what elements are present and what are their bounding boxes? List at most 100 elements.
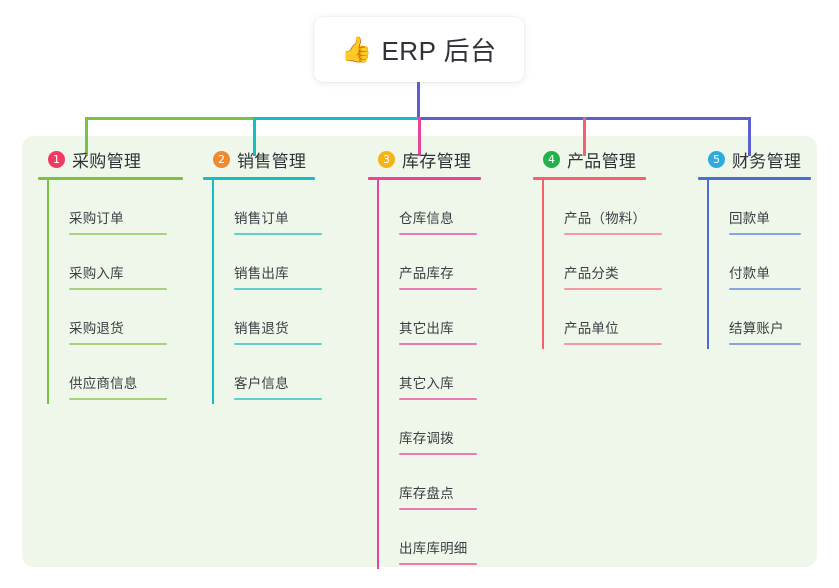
- menu-item[interactable]: 产品库存: [377, 235, 481, 290]
- menu-item-label: 出库库明细: [399, 541, 468, 556]
- menu-item-rule: [399, 398, 477, 400]
- menu-item[interactable]: 产品单位: [542, 290, 662, 345]
- column-badge-4: 4: [543, 150, 560, 168]
- menu-item[interactable]: 库存调拨: [377, 400, 481, 455]
- column-trunk-1: [47, 180, 49, 404]
- connector-root-stem: [417, 82, 420, 120]
- column-5: 5 财务管理回款单付款单结算账户: [698, 148, 811, 349]
- menu-item[interactable]: 客户信息: [212, 345, 322, 400]
- menu-item-rule: [69, 343, 167, 345]
- menu-item-rule: [399, 288, 477, 290]
- menu-item-rule: [729, 343, 801, 345]
- menu-item[interactable]: 回款单: [707, 180, 811, 235]
- menu-item-label: 库存盘点: [399, 486, 454, 501]
- menu-item[interactable]: 其它入库: [377, 345, 481, 400]
- menu-item-label: 库存调拨: [399, 431, 454, 446]
- column-trunk-2: [212, 180, 214, 404]
- column-items-5: 回款单付款单结算账户: [707, 180, 811, 349]
- menu-item-rule: [729, 233, 801, 235]
- column-items-3: 仓库信息产品库存其它出库其它入库库存调拨库存盘点出库库明细: [377, 180, 481, 569]
- menu-item-label: 仓库信息: [399, 211, 454, 226]
- column-badge-3: 3: [378, 150, 395, 168]
- branches-panel: [22, 136, 817, 567]
- column-items-4: 产品（物料） 产品分类产品单位: [542, 180, 662, 349]
- menu-item-rule: [234, 343, 322, 345]
- column-badge-5: 5: [708, 150, 725, 168]
- column-header-rule-1: [38, 177, 183, 180]
- column-header-rule-2: [203, 177, 315, 180]
- root-node-title: ERP 后台: [381, 36, 497, 66]
- menu-item-rule: [564, 233, 662, 235]
- menu-item-rule: [69, 288, 167, 290]
- column-trunk-4: [542, 180, 544, 349]
- menu-item-label: 产品（物料）: [564, 211, 647, 226]
- menu-item-rule: [399, 233, 477, 235]
- menu-item-label: 其它入库: [399, 376, 454, 391]
- connector-drop-1: [85, 117, 88, 156]
- menu-item-rule: [729, 288, 801, 290]
- column-badge-1: 1: [48, 150, 65, 168]
- column-header-1[interactable]: 1 采购管理: [38, 148, 183, 171]
- menu-item[interactable]: 采购退货: [47, 290, 183, 345]
- column-1: 1 采购管理采购订单采购入库采购退货供应商信息: [38, 148, 183, 404]
- menu-item-rule: [399, 343, 477, 345]
- column-header-3[interactable]: 3 库存管理: [368, 148, 481, 171]
- connector-drop-2: [253, 117, 256, 156]
- menu-item[interactable]: 付款单: [707, 235, 811, 290]
- column-trunk-3: [377, 180, 379, 569]
- menu-item-label: 采购入库: [69, 266, 124, 281]
- column-header-rule-3: [368, 177, 481, 180]
- menu-item[interactable]: 销售出库: [212, 235, 322, 290]
- menu-item-label: 付款单: [729, 266, 771, 281]
- menu-item[interactable]: 产品（物料）: [542, 180, 662, 235]
- menu-item[interactable]: 销售订单: [212, 180, 322, 235]
- menu-item-rule: [564, 343, 662, 345]
- menu-item[interactable]: 销售退货: [212, 290, 322, 345]
- column-title-3: 库存管理: [402, 151, 472, 171]
- column-badge-2: 2: [213, 150, 230, 168]
- menu-item[interactable]: 出库库明细: [377, 510, 481, 565]
- column-header-rule-4: [533, 177, 646, 180]
- menu-item-label: 采购订单: [69, 211, 124, 226]
- menu-item-label: 产品单位: [564, 321, 619, 336]
- menu-item-label: 产品库存: [399, 266, 454, 281]
- connector-drop-5: [748, 117, 751, 156]
- menu-item-label: 供应商信息: [69, 376, 138, 391]
- menu-item-rule: [564, 288, 662, 290]
- menu-item[interactable]: 结算账户: [707, 290, 811, 345]
- thumbs-up-icon: 👍: [341, 36, 373, 64]
- column-title-1: 采购管理: [72, 151, 142, 171]
- root-node-erp-backend[interactable]: 👍 ERP 后台: [314, 17, 524, 82]
- column-items-1: 采购订单采购入库采购退货供应商信息: [47, 180, 183, 404]
- column-header-5[interactable]: 5 财务管理: [698, 148, 811, 171]
- column-title-5: 财务管理: [732, 151, 802, 171]
- menu-item[interactable]: 供应商信息: [47, 345, 183, 400]
- menu-item-label: 产品分类: [564, 266, 619, 281]
- column-title-2: 销售管理: [237, 151, 307, 171]
- menu-item[interactable]: 库存盘点: [377, 455, 481, 510]
- column-2: 2 销售管理销售订单销售出库销售退货客户信息: [203, 148, 322, 404]
- column-4: 4 产品管理产品（物料） 产品分类产品单位: [533, 148, 662, 349]
- connector-drop-3: [418, 117, 421, 156]
- column-title-4: 产品管理: [567, 151, 637, 171]
- column-header-2[interactable]: 2 销售管理: [203, 148, 322, 171]
- menu-item-label: 采购退货: [69, 321, 124, 336]
- column-header-rule-5: [698, 177, 811, 180]
- menu-item-rule: [69, 398, 167, 400]
- menu-item[interactable]: 产品分类: [542, 235, 662, 290]
- menu-item[interactable]: 采购订单: [47, 180, 183, 235]
- menu-item[interactable]: 采购入库: [47, 235, 183, 290]
- menu-item-rule: [399, 453, 477, 455]
- column-3: 3 库存管理仓库信息产品库存其它出库其它入库库存调拨库存盘点出库库明细: [368, 148, 481, 569]
- menu-item-rule: [399, 508, 477, 510]
- column-items-2: 销售订单销售出库销售退货客户信息: [212, 180, 322, 404]
- menu-item-label: 其它出库: [399, 321, 454, 336]
- menu-item[interactable]: 其它出库: [377, 290, 481, 345]
- connector-bus-sales: [253, 117, 420, 120]
- menu-item-label: 销售出库: [234, 266, 289, 281]
- menu-item-rule: [234, 288, 322, 290]
- menu-item[interactable]: 仓库信息: [377, 180, 481, 235]
- connector-drop-4: [583, 117, 586, 156]
- column-header-4[interactable]: 4 产品管理: [533, 148, 662, 171]
